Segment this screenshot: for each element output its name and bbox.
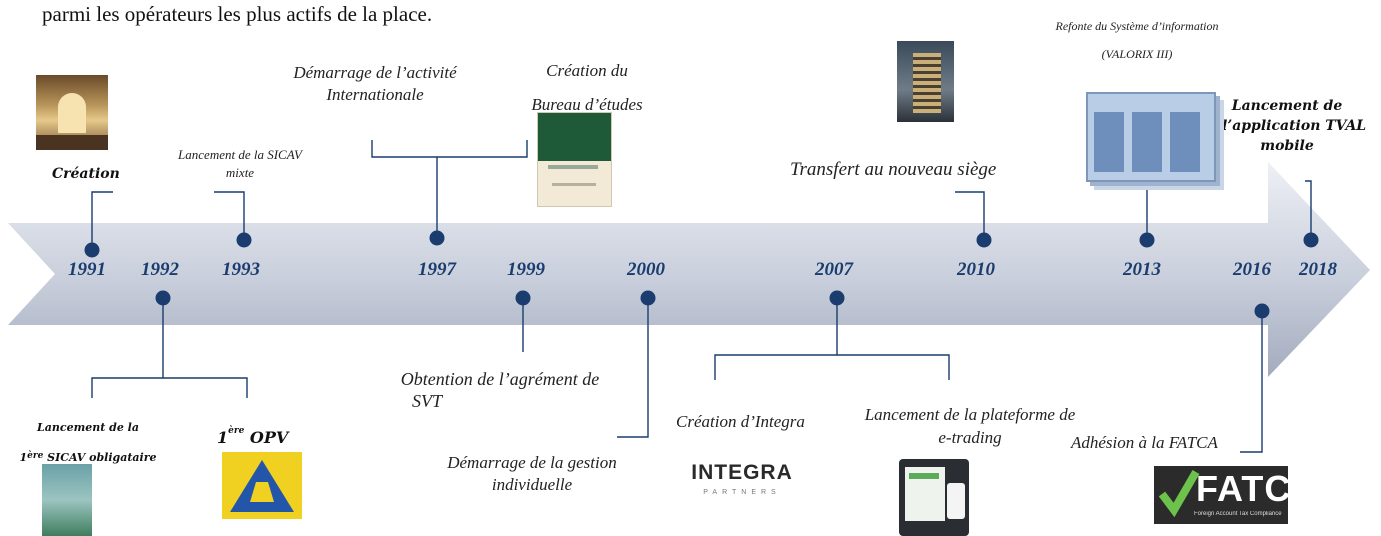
label-bureau-line1: Création du: [546, 61, 628, 80]
year-1999: 1999: [507, 259, 545, 280]
connector-1993: [214, 191, 245, 240]
label-tval: Lancement de l’application TVAL mobile: [1222, 96, 1367, 156]
dot-2010: [976, 232, 992, 248]
label-refonte: Refonte du Système d’information (VALORI…: [1022, 12, 1252, 68]
fatca-logo: FATCA Foreign Account Tax Compliance: [1154, 466, 1288, 524]
year-1992: 1992: [141, 259, 179, 280]
integra-logo-name: INTEGRA: [691, 461, 793, 484]
label-sicav-mixte-line1: Lancement de la SICAV: [178, 147, 302, 162]
label-tval-line1: Lancement de: [1231, 98, 1343, 114]
label-opv-text: OPV: [249, 428, 289, 447]
connector-2007-etrading: [837, 354, 950, 380]
label-sicav-oblig-text: SICAV obligataire: [47, 451, 157, 464]
etrading-devices-image: [899, 459, 969, 536]
opv-logo: [222, 452, 302, 519]
building-photo-1991: [36, 75, 108, 150]
label-gestion-line2: individuelle: [491, 475, 573, 494]
label-fatca: Adhésion à la FATCA: [1071, 433, 1218, 452]
label-tval-line2: l’application TVAL: [1222, 118, 1367, 134]
label-refonte-line2: (VALORIX III): [1101, 47, 1173, 61]
year-2007: 2007: [815, 259, 853, 280]
dot-1997: [429, 230, 445, 246]
integra-logo: INTEGRA PARTNERS: [686, 459, 798, 505]
connector-2007: [714, 298, 838, 380]
dot-1992: [155, 290, 171, 306]
year-2016: 2016: [1233, 259, 1271, 280]
label-transfert: Transfert au nouveau siège: [790, 159, 997, 180]
label-gestion-line1: Démarrage de la gestion: [447, 453, 617, 472]
label-sicav-oblig-line1: Lancement de la: [37, 421, 139, 434]
intro-text: parmi les opérateurs les plus actifs de …: [42, 2, 433, 26]
label-international: Démarrage de l’activité Internationale: [275, 62, 475, 106]
connector-2018: [1305, 180, 1312, 240]
label-bureau: Création du Bureau d’études: [517, 54, 657, 122]
opv-arrow-icon: [230, 460, 294, 512]
label-refonte-line1: Refonte du Système d’information: [1055, 19, 1219, 33]
dot-2007: [829, 290, 845, 306]
fatca-logo-name: FATCA: [1196, 468, 1288, 509]
label-sicav-obligataire: Lancement de la 1ère SICAV obligataire: [8, 413, 168, 473]
label-international-line2: Internationale: [326, 85, 424, 104]
label-sicav-oblig-num: 1: [19, 451, 28, 464]
sicav-obligataire-brochure: [42, 464, 92, 536]
label-opv-num: 1: [217, 428, 229, 447]
label-svt-line1: Obtention de l’agrément de: [400, 369, 600, 389]
label-sicav-mixte-line2: mixte: [225, 165, 255, 180]
connector-1991: [91, 191, 113, 250]
label-sicav-oblig-line2: 1ère SICAV obligataire: [8, 443, 168, 473]
dot-2013: [1139, 232, 1155, 248]
dot-2016: [1254, 303, 1270, 319]
bureau-report-cover: [537, 112, 612, 207]
label-creation: Création: [52, 166, 120, 182]
year-2000: 2000: [627, 259, 665, 280]
label-gestion: Démarrage de la gestion individuelle: [432, 452, 632, 496]
integra-logo-sub: PARTNERS: [703, 489, 781, 496]
connector-1992-opv: [163, 377, 248, 398]
building-photo-2010: [897, 41, 954, 122]
label-bureau-line2: Bureau d’études: [531, 95, 643, 114]
dot-1993: [236, 232, 252, 248]
label-international-line1: Démarrage de l’activité: [293, 63, 457, 82]
connector-1997: [371, 140, 438, 238]
year-1991: 1991: [68, 259, 106, 280]
connector-2000: [617, 298, 649, 438]
dot-2000: [640, 290, 656, 306]
connector-1997-bureau: [437, 140, 528, 158]
year-1997: 1997: [418, 259, 456, 280]
label-etrading-line2: e-trading: [938, 428, 1002, 447]
fatca-logo-sub: Foreign Account Tax Compliance: [1194, 511, 1282, 517]
label-svt: Obtention de l’agrément de SVT: [380, 368, 620, 412]
year-1993: 1993: [222, 259, 260, 280]
label-integra: Création d’Integra: [676, 412, 805, 431]
label-etrading-line1: Lancement de la plateforme de: [864, 405, 1076, 424]
label-opv-sup: ère: [228, 426, 245, 436]
dot-1991: [84, 242, 100, 258]
label-tval-line3: mobile: [1260, 138, 1314, 154]
dot-1999: [515, 290, 531, 306]
label-svt-line2: SVT: [412, 391, 443, 411]
label-opv: 1ère OPV: [217, 426, 289, 447]
connector-2016: [1240, 311, 1263, 453]
year-2013: 2013: [1123, 259, 1161, 280]
connector-1992: [91, 298, 164, 398]
dot-2018: [1303, 232, 1319, 248]
year-2018: 2018: [1299, 259, 1337, 280]
label-sicav-oblig-sup: ère: [27, 451, 44, 461]
year-2010: 2010: [957, 259, 995, 280]
timeline-arrow: [8, 162, 1370, 377]
label-etrading: Lancement de la plateforme de e-trading: [840, 403, 1100, 449]
connector-2010: [955, 191, 985, 240]
valorix-screenshot: [1086, 92, 1216, 182]
fatca-checkmark-icon: [1158, 469, 1200, 518]
label-sicav-mixte: Lancement de la SICAV mixte: [170, 146, 310, 182]
